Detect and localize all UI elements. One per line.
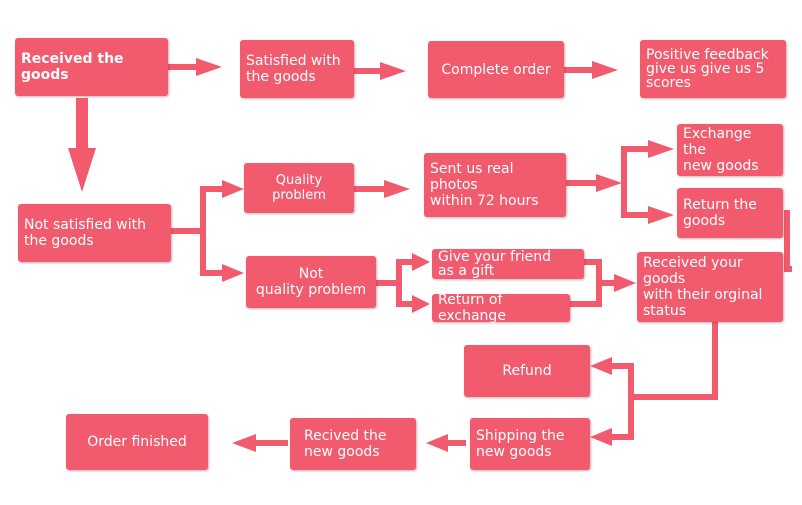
arrow-to-refund xyxy=(590,357,634,375)
node-quality-problem: Quality problem xyxy=(244,163,354,213)
node-exchange-goods: Exchange the new goods xyxy=(677,124,783,176)
arrow-satisfied-to-complete xyxy=(354,62,406,80)
line-original-down xyxy=(712,322,718,400)
arrow-to-received-original xyxy=(790,266,792,272)
node-recived-new-goods: Recived the new goods xyxy=(290,418,416,470)
line-branch-vertical xyxy=(200,186,206,276)
arrow-photos-to-fork xyxy=(566,174,622,192)
line-lower-vertical xyxy=(628,366,634,440)
arrow-to-not-quality-problem xyxy=(200,264,244,282)
node-shipping-goods: Shipping the new goods xyxy=(470,418,590,470)
node-complete-order: Complete order xyxy=(428,41,564,98)
arrow-to-received-original-2 xyxy=(596,274,636,292)
node-sent-photos: Sent us real photos within 72 hours xyxy=(424,153,566,217)
line-exchange-out xyxy=(570,301,602,307)
node-not-quality-problem: Not quality problem xyxy=(246,256,376,308)
node-return-exchange: Return of exchange xyxy=(432,292,570,324)
node-order-finished: Order finished xyxy=(66,414,208,470)
arrow-received-to-not-satisfied xyxy=(68,98,96,192)
arrow-shipping-to-recived xyxy=(426,434,466,452)
arrow-complete-to-feedback xyxy=(564,61,618,79)
line-not-satisfied-branch xyxy=(171,228,206,234)
node-not-satisfied: Not satisfied with the goods xyxy=(18,204,171,262)
line-not-quality-out xyxy=(376,280,400,286)
line-original-left xyxy=(628,394,718,400)
node-received-goods: Received the goods xyxy=(15,38,168,96)
arrow-quality-to-photos xyxy=(354,180,410,198)
arrow-to-exchange xyxy=(621,140,674,158)
node-positive-feedback: Positive feedback give us give us 5 scor… xyxy=(640,40,786,98)
arrow-received-to-satisfied xyxy=(168,58,222,76)
arrow-to-give-friend xyxy=(396,253,430,271)
node-received-original: Received your goods with their orginal s… xyxy=(637,252,783,322)
line-friend-out xyxy=(584,259,602,265)
arrow-to-return-exchange xyxy=(396,295,430,313)
arrow-recived-to-finished xyxy=(232,434,288,452)
arrow-to-return xyxy=(621,206,674,224)
node-return-goods: Return the goods xyxy=(677,188,783,238)
node-give-friend: Give your friend as a gift xyxy=(432,249,584,279)
line-fork-vertical xyxy=(621,146,627,218)
line-right-edge xyxy=(784,210,790,272)
line-fork2-vertical xyxy=(396,259,402,307)
arrow-to-quality-problem xyxy=(200,180,244,198)
arrow-to-shipping xyxy=(590,428,634,446)
node-refund: Refund xyxy=(464,345,590,397)
node-satisfied: Satisfied with the goods xyxy=(240,40,354,98)
